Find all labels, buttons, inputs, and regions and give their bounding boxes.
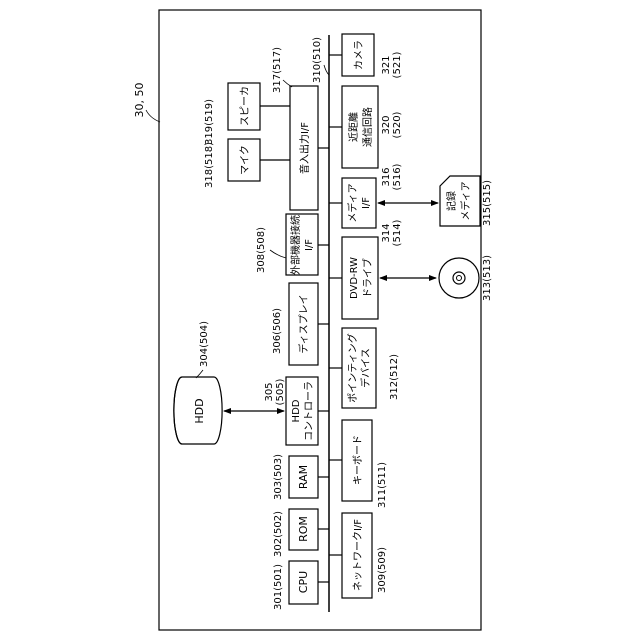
keyboard-block: キーボード 311(511) (329, 420, 388, 508)
rom-ref: 302(502) (273, 511, 284, 557)
dvd-disc: 313(513) (380, 255, 493, 301)
hdd-controller-label-1: HDD (291, 399, 302, 422)
network-if-label: ネットワークI/F (352, 519, 364, 591)
figure-label-leader (146, 110, 160, 122)
pointing-device-block: ポインティング デバイス 312(512) (329, 328, 400, 408)
media-if-label-1: メディア (346, 183, 359, 222)
nfc-label-1: 近距離 (347, 112, 360, 142)
audio-if-label: 音入出力I/F (298, 122, 311, 174)
media-label-2: メディア (459, 181, 472, 220)
cpu-label: CPU (297, 571, 310, 593)
nfc-ref-2: (520) (392, 111, 403, 138)
keyboard-label: キーボード (352, 435, 364, 485)
dvd-drive-ref-2: (514) (392, 219, 403, 246)
keyboard-ref: 311(511) (377, 462, 388, 508)
speaker-label: スピーカ (239, 86, 251, 126)
external-if-label-1: 外部機器接続 (289, 215, 302, 275)
media-if-label-2: I/F (361, 197, 372, 209)
dvd-drive-ref-1: 314 (381, 223, 392, 242)
cpu-ref: 301(501) (273, 564, 284, 610)
ram-label: RAM (297, 465, 310, 489)
display-label: ディスプレイ (297, 294, 310, 353)
media-if-ref-1: 316 (381, 167, 392, 186)
hdd-label: HDD (193, 398, 206, 423)
rom-block: ROM 302(502) (273, 509, 329, 557)
ram-block: RAM 303(503) (273, 454, 329, 500)
nfc-ref-1: 320 (381, 115, 392, 134)
media-ref: 315(515) (482, 180, 493, 226)
nfc-block: 近距離 通信回路 320 (520) (329, 86, 403, 168)
network-if-ref: 309(509) (377, 547, 388, 593)
camera-block: カメラ 321 (521) (329, 34, 403, 78)
dvd-drive-label-2: ドライブ (361, 258, 374, 298)
cpu-block: CPU 301(501) (273, 561, 329, 610)
mic-block: マイク 318(518) (204, 139, 290, 188)
display-block: ディスプレイ 306(506) (272, 283, 329, 365)
camera-label: カメラ (353, 40, 365, 70)
hdd-ref: 304(504) (199, 321, 210, 367)
hdd-controller-ref-2: (505) (275, 378, 286, 405)
external-if-ref: 308(508) (256, 227, 267, 273)
pointing-ref: 312(512) (389, 354, 400, 400)
pointing-label-2: デバイス (359, 348, 372, 388)
dvd-drive-block: DVD-RW ドライブ 314 (514) (329, 219, 403, 319)
camera-ref-2: (521) (392, 51, 403, 78)
dvd-disc-ref: 313(513) (482, 255, 493, 301)
camera-ref-1: 321 (381, 55, 392, 74)
mic-ref: 318(518) (204, 142, 215, 188)
media-label-1: 記録 (445, 191, 458, 211)
network-if-block: ネットワークI/F 309(509) (329, 513, 388, 598)
external-if-block: 外部機器接続 I/F 308(508) (256, 214, 329, 275)
mic-label: マイク (239, 145, 251, 175)
speaker-ref: 319(519) (204, 99, 215, 145)
rom-label: ROM (297, 516, 310, 542)
hdd-controller-ref-1: 305 (264, 382, 275, 401)
pointing-label-1: ポインティング (346, 333, 359, 402)
bus-ref: 310(510) (312, 37, 323, 83)
media-if-block: メディア I/F 316 (516) (329, 163, 403, 228)
hdd-controller-label-2: コントローラ (303, 381, 315, 441)
audio-if-ref: 317(517) (272, 47, 283, 93)
figure-label: 30, 50 (133, 83, 146, 118)
dvd-drive-label-1: DVD-RW (349, 257, 360, 299)
nfc-label-2: 通信回路 (361, 107, 374, 147)
media-if-ref-2: (516) (392, 163, 403, 190)
ram-ref: 303(503) (273, 454, 284, 500)
bus-ref-group: 310(510) (312, 37, 329, 83)
display-ref: 306(506) (272, 308, 283, 354)
external-if-label-2: I/F (304, 239, 315, 251)
